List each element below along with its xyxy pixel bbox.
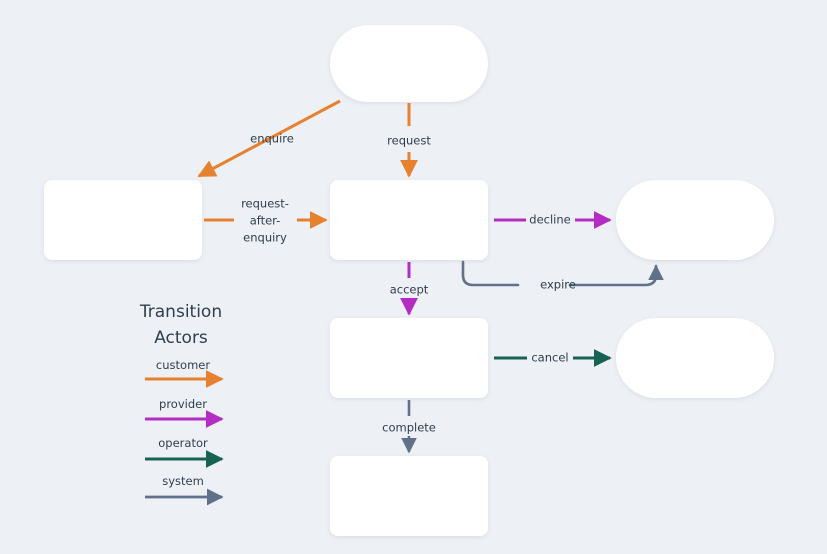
edge-enquire-label: enquire [250, 132, 294, 146]
edge-request-after-enquiry: request- after- enquiry [204, 197, 328, 245]
edge-accept: accept [390, 262, 429, 316]
node-accepted[interactable] [330, 318, 488, 398]
edge-expire-path-right [568, 264, 664, 287]
legend-item-operator-label: operator [158, 436, 208, 450]
edge-cancel: cancel [494, 349, 612, 367]
legend-item-customer: customer [145, 358, 224, 388]
edge-enquire: enquire [197, 99, 341, 178]
node-declined[interactable] [616, 180, 774, 260]
edge-request-after-enquiry-label-line3: enquiry [243, 231, 287, 245]
edge-complete-label: complete [382, 421, 436, 435]
legend-item-operator: operator [145, 436, 224, 468]
node-declined-shape[interactable] [616, 180, 774, 260]
edge-cancel-label: cancel [531, 351, 568, 365]
node-cancelled[interactable] [616, 318, 774, 398]
legend: Transition Actors customer provider oper… [139, 302, 224, 506]
node-enquiry[interactable] [44, 180, 202, 260]
edge-request-after-enquiry-label-line2: after- [250, 214, 281, 228]
legend-item-system-label: system [162, 474, 204, 488]
legend-title-line2: Actors [154, 328, 208, 348]
legend-item-system: system [145, 474, 224, 506]
node-cancelled-shape[interactable] [616, 318, 774, 398]
legend-item-provider-label: provider [159, 397, 207, 411]
edge-expire-label: expire [540, 278, 576, 292]
node-accepted-shape[interactable] [330, 318, 488, 398]
legend-item-provider: provider [145, 397, 224, 428]
node-requested[interactable] [330, 180, 488, 260]
legend-item-customer-label: customer [156, 358, 210, 372]
edge-complete: complete [382, 400, 436, 454]
edge-enquire-path [197, 99, 341, 178]
edge-request-after-enquiry-label-line1: request- [241, 197, 289, 211]
edge-expire-path-left [461, 260, 520, 287]
edge-request-label: request [387, 134, 431, 148]
node-requested-shape[interactable] [330, 180, 488, 260]
node-start[interactable] [330, 25, 488, 102]
edge-accept-label: accept [390, 283, 429, 297]
edge-decline-label: decline [529, 213, 570, 227]
node-completed[interactable] [330, 456, 488, 536]
edge-request: request [387, 103, 431, 178]
edge-decline: decline [494, 211, 612, 229]
legend-title-line1: Transition [139, 302, 222, 322]
edge-expire: expire [461, 260, 664, 292]
node-completed-shape[interactable] [330, 456, 488, 536]
node-start-shape[interactable] [330, 25, 488, 102]
node-enquiry-shape[interactable] [44, 180, 202, 260]
